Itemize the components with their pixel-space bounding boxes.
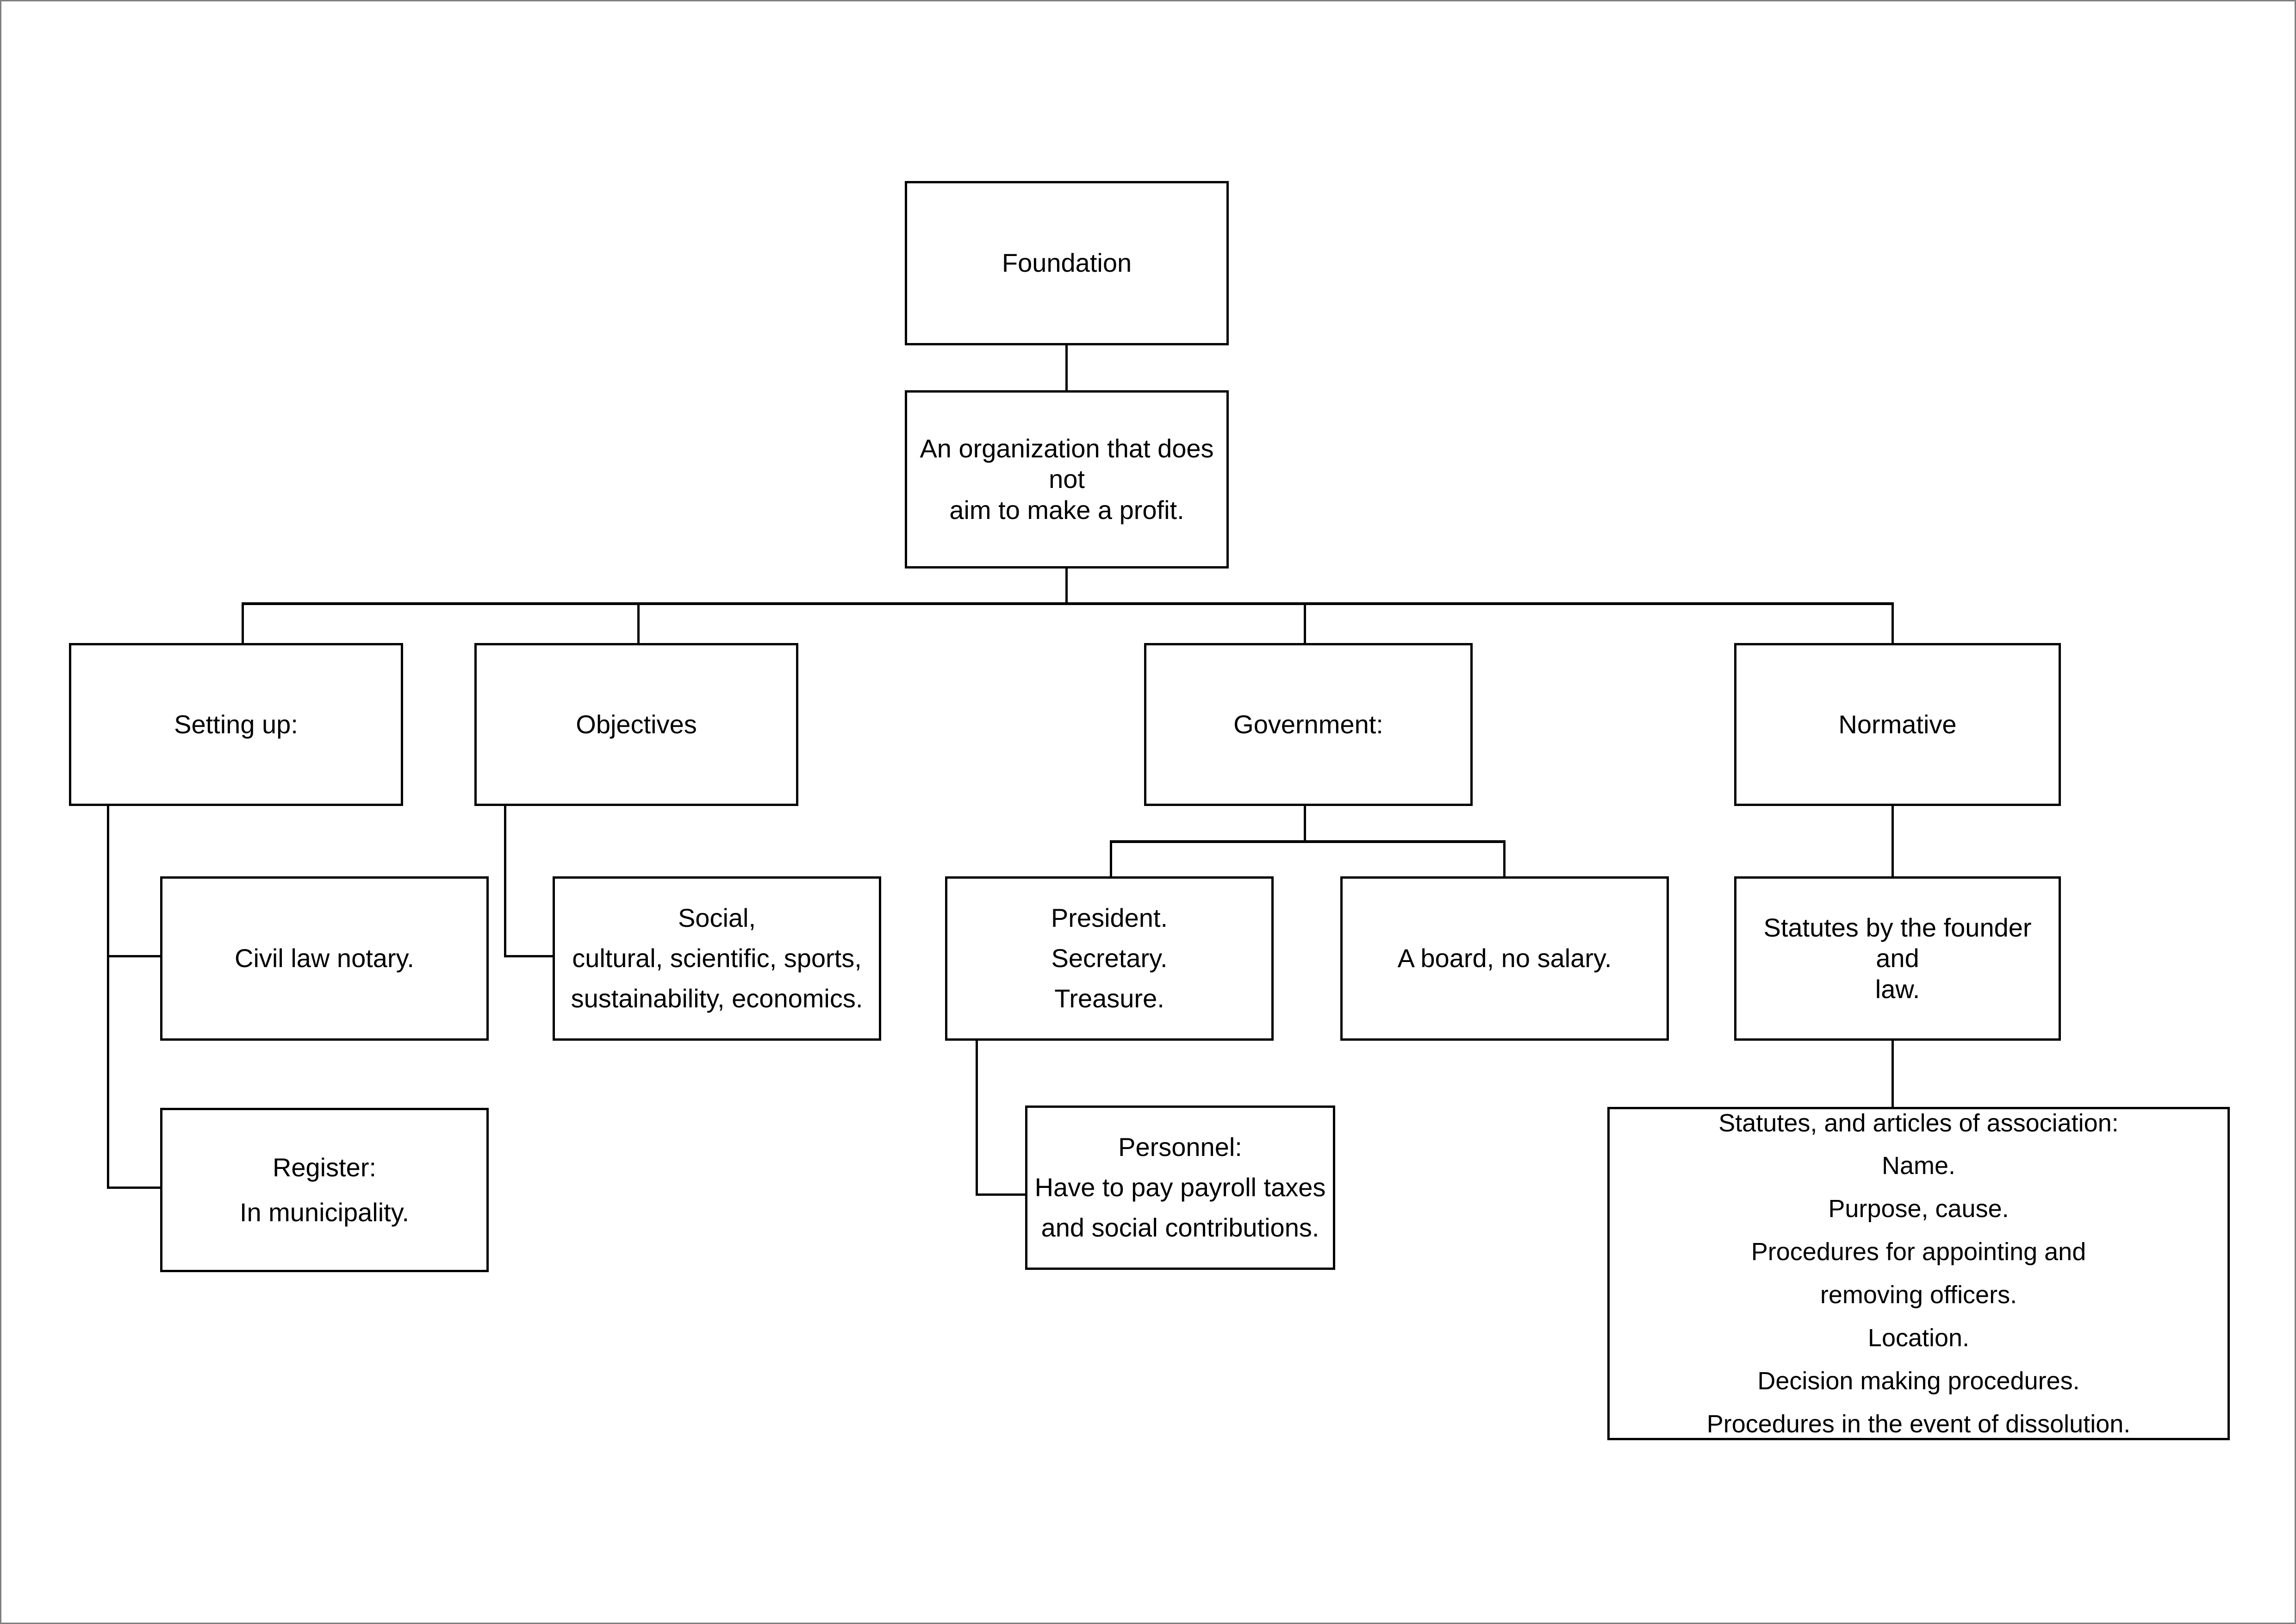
node-foundation-label: Foundation xyxy=(1002,248,1132,278)
node-board-no-salary-label: A board, no salary. xyxy=(1397,943,1612,973)
node-officers-label: President. Secretary. Treasure. xyxy=(1051,903,1168,1013)
node-objectives-label: Objectives xyxy=(576,709,697,739)
connector-statutes-down xyxy=(1892,1041,1894,1108)
connector-bus-to-objectives xyxy=(637,602,640,644)
connector-root-to-definition xyxy=(1065,344,1068,390)
node-statutes-articles-label: Statutes, and articles of association: N… xyxy=(1706,1109,2131,1438)
node-government[interactable]: Government: xyxy=(1144,643,1473,806)
connector-president-spine xyxy=(976,1041,978,1196)
connector-government-bus xyxy=(1110,840,1506,843)
node-statutes-articles[interactable]: Statutes, and articles of association: N… xyxy=(1607,1107,2230,1440)
connector-government-bus-to-child2 xyxy=(1503,840,1506,880)
node-statutes-founder-law-label: Statutes by the founder and law. xyxy=(1763,913,2032,1004)
node-personnel-label: Personnel: Have to pay payroll taxes and… xyxy=(1034,1132,1326,1242)
node-officers[interactable]: President. Secretary. Treasure. xyxy=(945,876,1274,1041)
connector-president-to-personnel xyxy=(976,1193,1027,1196)
connector-bus-to-setting-up xyxy=(242,602,244,644)
node-objectives-detail[interactable]: Social, cultural, scientific, sports, su… xyxy=(553,876,881,1041)
connector-objectives-spine xyxy=(504,805,506,957)
connector-government-bus-to-child1 xyxy=(1110,840,1112,880)
node-board-no-salary[interactable]: A board, no salary. xyxy=(1340,876,1669,1041)
node-definition[interactable]: An organization that does not aim to mak… xyxy=(905,390,1229,568)
node-setting-up-label: Setting up: xyxy=(174,709,298,739)
node-foundation[interactable]: Foundation xyxy=(905,181,1229,345)
node-normative-label: Normative xyxy=(1838,709,1957,739)
node-normative[interactable]: Normative xyxy=(1734,643,2061,806)
node-civil-law-notary[interactable]: Civil law notary. xyxy=(160,876,489,1041)
node-civil-law-notary-label: Civil law notary. xyxy=(235,943,414,973)
connector-bus-to-normative xyxy=(1892,602,1894,644)
node-register-label: Register: In municipality. xyxy=(239,1153,410,1227)
node-statutes-founder-law[interactable]: Statutes by the founder and law. xyxy=(1734,876,2061,1041)
node-definition-label: An organization that does not aim to mak… xyxy=(920,434,1214,525)
node-objectives[interactable]: Objectives xyxy=(474,643,798,806)
connector-objectives-to-child1 xyxy=(504,955,555,957)
node-government-label: Government: xyxy=(1233,709,1383,739)
node-setting-up[interactable]: Setting up: xyxy=(69,643,403,806)
connector-setting-up-spine xyxy=(107,805,109,1189)
connector-bus-to-government xyxy=(1304,602,1306,644)
node-objectives-detail-label: Social, cultural, scientific, sports, su… xyxy=(571,903,863,1013)
connector-government-down xyxy=(1304,805,1306,842)
connector-definition-down xyxy=(1065,566,1068,603)
node-register[interactable]: Register: In municipality. xyxy=(160,1108,489,1272)
connector-setting-up-to-child1 xyxy=(107,955,162,957)
connector-normative-down xyxy=(1892,805,1894,881)
connector-setting-up-to-child2 xyxy=(107,1187,162,1189)
connector-main-bus xyxy=(242,602,1894,605)
node-personnel[interactable]: Personnel: Have to pay payroll taxes and… xyxy=(1025,1106,1335,1270)
